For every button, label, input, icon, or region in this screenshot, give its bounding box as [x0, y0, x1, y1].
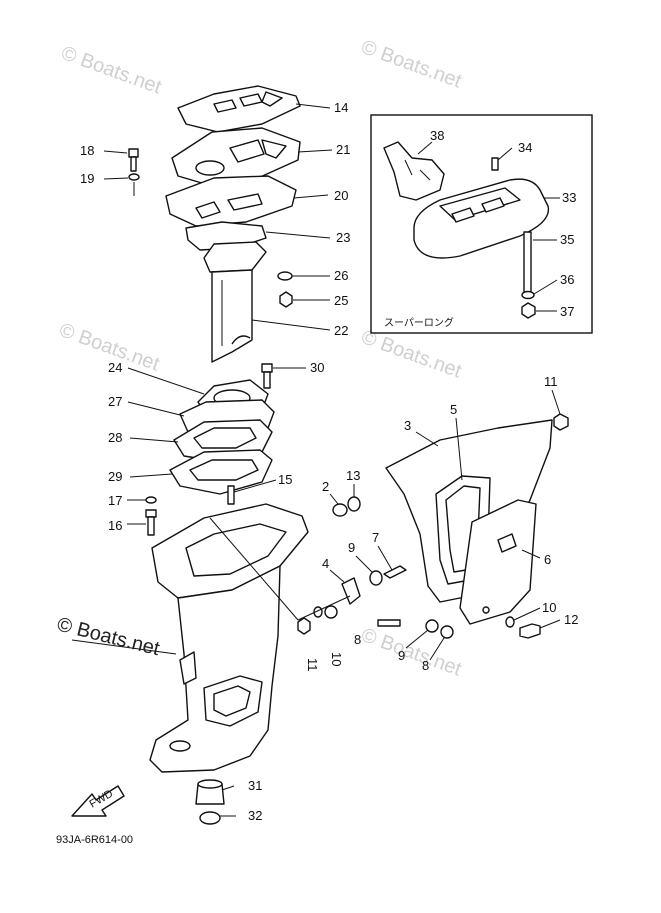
callout-10-right: 10	[542, 600, 556, 615]
part-35-stud	[523, 231, 532, 293]
callout-12: 12	[564, 612, 578, 627]
callout-33: 33	[562, 190, 576, 205]
callout-20: 20	[334, 188, 348, 203]
part-9-grommet-right	[425, 619, 439, 633]
watermark-1: © Boats.net	[58, 42, 164, 99]
part-25-bolt	[279, 291, 293, 308]
part-13-grommet	[347, 496, 361, 512]
callout-5: 5	[450, 402, 457, 417]
callout-16: 16	[108, 518, 122, 533]
callout-38: 38	[430, 128, 444, 143]
inset-frame	[370, 114, 593, 334]
callout-28: 28	[108, 430, 122, 445]
part-11-nut-left	[297, 617, 311, 635]
callout-9-right: 9	[398, 648, 405, 663]
part-37-nut	[521, 302, 536, 319]
callout-14: 14	[334, 100, 348, 115]
watermark-2: © Boats.net	[358, 36, 464, 93]
muffler-stack	[169, 363, 275, 495]
upper-casing	[149, 503, 309, 773]
callout-3: 3	[404, 418, 411, 433]
inset-caption: スーパーロング	[384, 316, 454, 329]
part-19-washer	[128, 173, 140, 181]
upper-casing-leg	[149, 565, 281, 773]
callout-24: 24	[108, 360, 122, 375]
callout-22: 22	[334, 323, 348, 338]
part-7-bolt	[383, 565, 407, 579]
callout-17: 17	[108, 493, 122, 508]
callout-19: 19	[80, 171, 94, 186]
callout-34: 34	[518, 140, 532, 155]
part-34-pin	[491, 157, 499, 171]
watermark-4: © Boats.net	[358, 326, 464, 383]
callout-37: 37	[560, 304, 574, 319]
fasteners-16-17	[145, 496, 157, 536]
callout-23: 23	[336, 230, 350, 245]
part-16-bolt	[145, 509, 157, 518]
apron-assembly	[385, 419, 553, 625]
leader-lines	[71, 103, 561, 817]
callout-labels: 14 21 20 23 26 25 22 18 19 30 24 27 28 2…	[80, 100, 578, 823]
callout-8-left: 8	[354, 632, 361, 647]
fwd-arrow: FWD	[71, 785, 125, 817]
callout-35: 35	[560, 232, 574, 247]
callout-7: 7	[372, 530, 379, 545]
callout-15: 15	[278, 472, 292, 487]
part-4-bracket	[341, 577, 361, 605]
part-9-grommet	[369, 570, 383, 586]
part-15-pin	[227, 485, 235, 505]
part-12-bolt	[519, 623, 541, 639]
callout-2: 2	[322, 479, 329, 494]
callout-9-left: 9	[348, 540, 355, 555]
brand-watermark: © Boats.net	[55, 614, 162, 661]
callout-6: 6	[544, 552, 551, 567]
callout-29: 29	[108, 469, 122, 484]
callout-25: 25	[334, 293, 348, 308]
part-36-washer	[521, 290, 535, 300]
callout-36: 36	[560, 272, 574, 287]
callout-11-left: 11	[305, 658, 320, 672]
part-17-washer	[145, 496, 157, 504]
part-30-bolt	[261, 363, 273, 373]
part-18-bolt	[128, 148, 139, 158]
callout-18: 18	[80, 143, 94, 158]
callout-26: 26	[334, 268, 348, 283]
part-26-washer	[277, 271, 293, 281]
part-8-collar-left	[324, 605, 338, 619]
part-8-collar-right	[440, 625, 454, 639]
callout-27: 27	[108, 394, 122, 409]
part-11-nut-right	[553, 413, 569, 431]
callout-21: 21	[336, 142, 350, 157]
small-fasteners	[297, 413, 569, 639]
callout-8-right: 8	[422, 658, 429, 673]
part-22-exhaust-guide	[203, 241, 267, 363]
super-long-inset: スーパーロング	[370, 114, 593, 334]
part-6-plate	[459, 499, 537, 625]
callout-30: 30	[310, 360, 324, 375]
part-32-circlip	[199, 811, 221, 825]
part-38-bracket	[383, 141, 445, 201]
part-2-bushing	[332, 503, 348, 517]
part-10-washer-right	[505, 616, 515, 628]
callout-10-left: 10	[329, 652, 344, 666]
fasteners-25-26	[277, 271, 293, 308]
callout-13: 13	[346, 468, 360, 483]
callout-32: 32	[248, 808, 262, 823]
callout-11-top: 11	[544, 374, 558, 389]
bottom-parts	[195, 779, 225, 825]
part-14-gasket	[177, 85, 301, 133]
diagram-code: 93JA-6R614-00	[56, 834, 133, 846]
callout-4: 4	[322, 556, 329, 571]
fasteners-18-19	[103, 148, 140, 196]
upper-gasket-stack	[165, 85, 301, 251]
callout-31: 31	[248, 778, 262, 793]
